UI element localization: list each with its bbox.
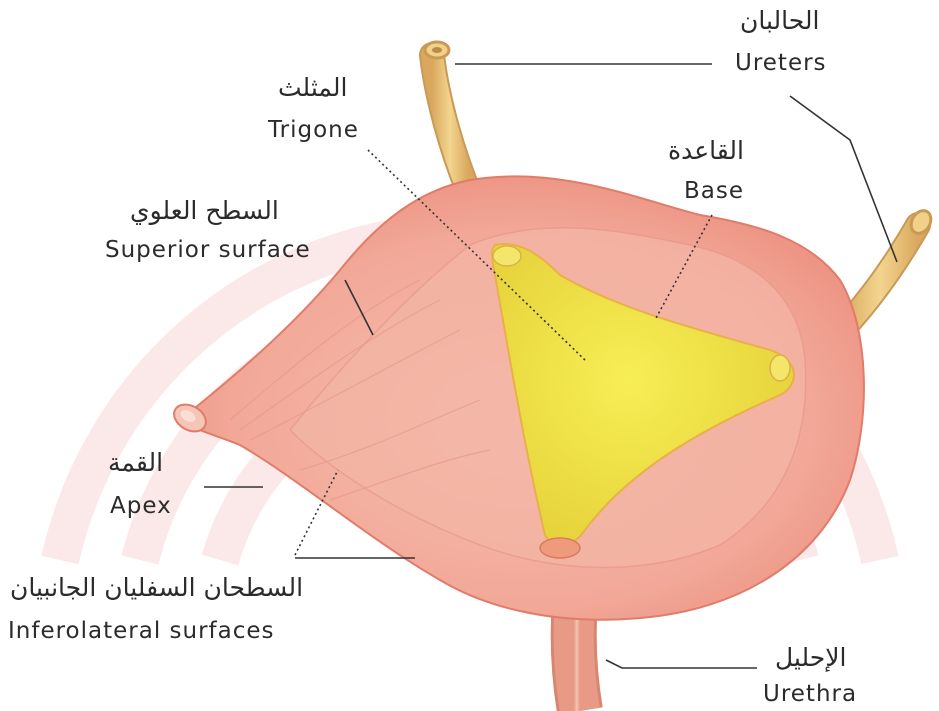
base-label-ar: القاعدة xyxy=(668,138,744,163)
superior-surface-label-en: Superior surface xyxy=(105,239,311,262)
urethra-label-en: Urethra xyxy=(763,683,857,706)
ureters-label-en: Ureters xyxy=(735,52,827,75)
right-ureter xyxy=(842,207,935,330)
right-ureteric-orifice xyxy=(770,355,790,381)
trigone-label-ar: المثلث xyxy=(278,75,347,100)
urethra-label-ar: الإحليل xyxy=(775,645,846,670)
left-ureteric-orifice xyxy=(493,246,521,266)
apex-label-en: Apex xyxy=(110,495,172,518)
superior-surface-label-ar: السطح العلوي xyxy=(130,198,279,223)
ureters-label-ar: الحالبان xyxy=(740,8,819,33)
inferolateral-surfaces-label-en: Inferolateral surfaces xyxy=(8,620,275,643)
inferolateral-surfaces-label-ar: السطحان السفليان الجانبيان xyxy=(10,575,303,600)
base-label-en: Base xyxy=(684,180,744,203)
trigone-label-en: Trigone xyxy=(268,119,359,142)
apex-label-ar: القمة xyxy=(108,450,163,475)
internal-urethral-orifice xyxy=(540,538,580,558)
